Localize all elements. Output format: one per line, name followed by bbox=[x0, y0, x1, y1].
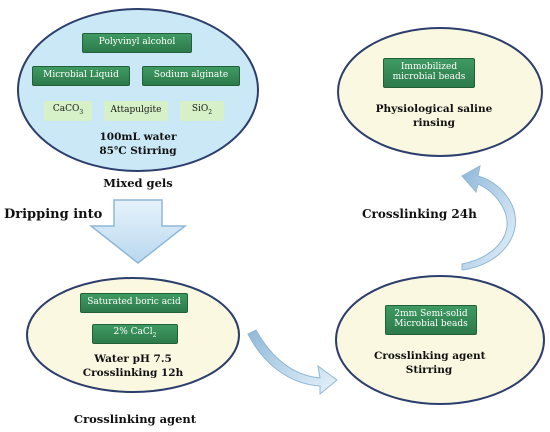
semi-solid-beads-box: 2mm Semi-solid Microbial beads bbox=[385, 305, 477, 335]
curved-arrow-bottom bbox=[247, 329, 338, 396]
immobilized-box-line1: Immobilized bbox=[400, 62, 458, 73]
sio2-box: SiO2 bbox=[180, 101, 224, 121]
sio2-main: SiO bbox=[191, 104, 209, 115]
polyvinyl-alcohol-box: Polyvinyl alcohol bbox=[82, 33, 192, 53]
caco3-box: CaCO3 bbox=[44, 101, 92, 121]
crosslinking-agent-caption: Crosslinking agent bbox=[73, 412, 197, 426]
caco3-subscript: 3 bbox=[79, 109, 84, 117]
sodium-alginate-label: Sodium alginate bbox=[153, 70, 229, 81]
down-arrow bbox=[88, 199, 188, 264]
cacl2-subscript: 2 bbox=[152, 332, 157, 340]
saline-line1: Physiological saline bbox=[375, 103, 493, 115]
sio2-label: SiO2 bbox=[191, 104, 213, 117]
polyvinyl-alcohol-label: Polyvinyl alcohol bbox=[98, 37, 176, 48]
curved-arrow-right bbox=[461, 165, 516, 271]
crosslinking-12h-line: Crosslinking 12h bbox=[82, 367, 184, 379]
boric-acid-label: Saturated boric acid bbox=[87, 297, 181, 308]
dripping-into-label: Dripping into bbox=[4, 207, 103, 222]
semi-solid-box-line2: Microbial beads bbox=[394, 319, 468, 329]
water-ph-line: Water pH 7.5 bbox=[94, 353, 172, 365]
mixed-gels-caption: Mixed gels bbox=[103, 176, 173, 190]
cacl2-label: 2% CaCl2 bbox=[113, 327, 157, 340]
semi-solid-line2: Stirring bbox=[405, 364, 453, 376]
semi-solid-ellipse bbox=[335, 275, 545, 405]
saline-line2: rinsing bbox=[412, 117, 456, 129]
semi-solid-box-line1: 2mm Semi-solid bbox=[394, 309, 468, 320]
microbial-liquid-box: Microbial Liquid bbox=[32, 66, 130, 86]
caco3-label: CaCO3 bbox=[52, 104, 84, 117]
boric-acid-box: Saturated boric acid bbox=[80, 293, 188, 313]
attapulgite-label: Attapulgite bbox=[110, 105, 162, 116]
cacl2-main: 2% CaCl bbox=[113, 327, 153, 338]
water-line: 100mL water bbox=[99, 131, 177, 143]
microbial-liquid-label: Microbial Liquid bbox=[43, 70, 119, 81]
stirring-line: 85℃ Stirring bbox=[99, 145, 177, 157]
semi-solid-line1: Crosslinking agent bbox=[374, 350, 486, 362]
sio2-subscript: 2 bbox=[208, 109, 213, 117]
cacl2-box: 2% CaCl2 bbox=[92, 324, 178, 344]
sodium-alginate-box: Sodium alginate bbox=[142, 66, 240, 86]
crosslinking-24h-label: Crosslinking 24h bbox=[362, 207, 477, 221]
immobilized-ellipse bbox=[337, 27, 543, 157]
immobilized-beads-box: Immobilized microbial beads bbox=[383, 58, 475, 88]
caco3-main: CaCO bbox=[52, 104, 80, 115]
mixed-gels-ellipse bbox=[17, 8, 259, 172]
immobilized-box-line2: microbial beads bbox=[392, 72, 466, 82]
attapulgite-box: Attapulgite bbox=[104, 101, 168, 121]
